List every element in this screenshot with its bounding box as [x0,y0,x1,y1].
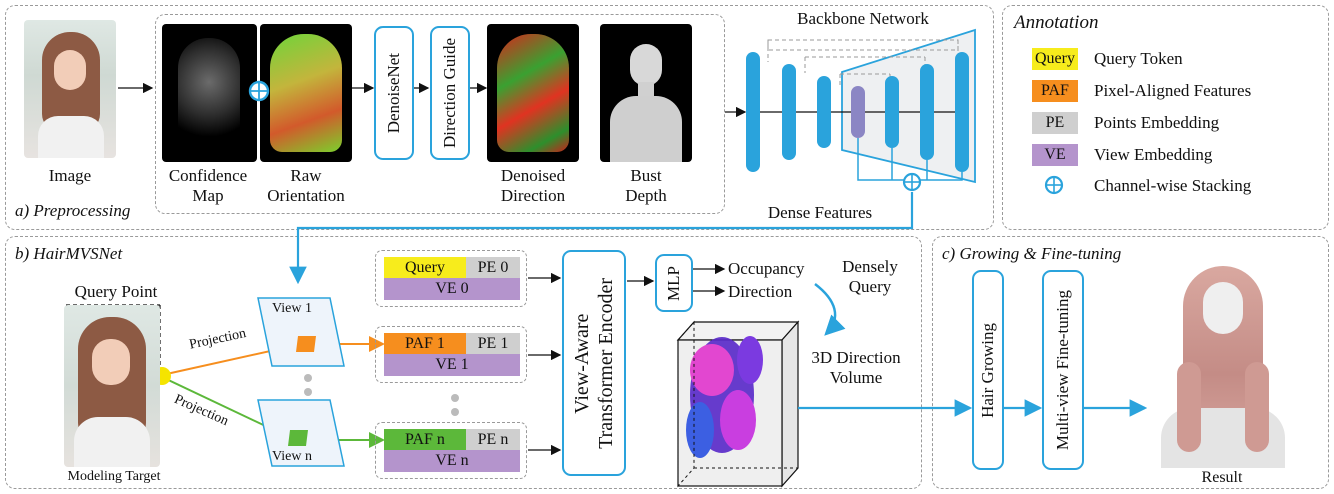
legend-paf-token: PAF [1041,82,1069,99]
input-portrait-image [24,20,116,158]
raw-orientation-image [260,24,352,162]
token-0-b: PE 0 [466,257,520,278]
token-group-1 [375,326,527,383]
denoised-direction-label: Denoised Direction [500,166,566,205]
stacking-symbol-preprocess [248,80,270,102]
view1-projected-point [296,336,316,352]
hairmvsnet-section-label: b) HairMVSNet [15,244,123,263]
view1-plane [257,297,345,367]
token-n-a-text: PAF n [405,430,445,448]
direction-volume-cube [676,320,800,488]
token-n-a: PAF n [384,429,466,450]
occupancy-label: Occupancy [728,259,805,278]
viewn-label: View n [272,449,312,464]
mlp-block: MLP [655,254,693,312]
preprocessing-inner-frame [155,14,725,214]
result-label: Result [1201,469,1243,486]
preprocessing-frame [5,5,994,230]
token-n-b-text: PE n [477,430,509,448]
token-1-a-text: PAF 1 [405,334,445,352]
token-0-c: VE 0 [384,278,520,300]
direction-guide-block: Direction Guide [430,26,470,160]
raw-orientation-label: Raw Orientation [267,166,345,205]
backbone-network-graphic [746,28,976,184]
token-1-c-text: VE 1 [435,356,469,373]
token-1-c: VE 1 [384,354,520,376]
multiview-finetune-block: Multi-view Fine-tuning [1042,270,1084,470]
token-0-a-text: Query [405,258,445,276]
transformer-encoder-label: View-Aware Transformer Encoder [571,277,617,449]
mlp-label: MLP [664,265,683,301]
arrow-dense-features-to-views [289,192,914,285]
multiview-finetune-label: Multi-view Fine-tuning [1053,289,1072,451]
hairmvsnet-frame [5,236,922,489]
direction-output-label: Direction [728,282,793,301]
viewn-projected-point [288,430,308,446]
growing-frame [932,236,1329,489]
growing-section-label: c) Growing & Fine-tuning [942,244,1122,263]
legend-query-desc: Query Token [1094,49,1183,68]
legend-ve-token: VE [1044,146,1066,163]
legend-ve-desc: View Embedding [1094,145,1213,164]
query-point-label: Query Point [74,282,158,301]
annotation-title: Annotation [1014,12,1099,33]
modeling-target-image [64,305,160,467]
legend-paf-desc: Pixel-Aligned Features [1094,81,1252,100]
preprocessing-section-label: a) Preprocessing [15,201,131,220]
confidence-map-label: Confidence Map [168,166,248,205]
densely-query-label: Densely Query [842,257,898,296]
volume-label: 3D Direction Volume [811,348,901,387]
annotation-frame [1002,5,1329,230]
denoised-direction-image [487,24,579,162]
denoisenet-label: DenoiseNet [384,52,403,134]
token-n-c: VE n [384,450,520,472]
confidence-map-image [162,24,257,162]
token-0-b-text: PE 0 [477,258,509,276]
legend-ve-swatch: VE [1032,144,1078,166]
arrow-densely-query [814,283,846,336]
token-n-c-text: VE n [435,452,469,469]
backbone-network-label: Backbone Network [797,9,929,28]
token-n-b: PE n [466,429,520,450]
token-1-b: PE 1 [466,333,520,354]
legend-query-token: Query [1035,50,1075,67]
bust-depth-label: Bust Depth [625,166,667,205]
dense-features-label: Dense Features [767,203,873,222]
modeling-target-label: Modeling Target [67,469,161,484]
token-0-a: Query [384,257,466,278]
token-1-b-text: PE 1 [477,334,509,352]
legend-stacking-desc: Channel-wise Stacking [1094,176,1252,195]
hair-growing-block: Hair Growing [972,270,1004,470]
legend-query-swatch: Query [1032,48,1078,70]
legend-pe-desc: Points Embedding [1094,113,1220,132]
result-render-image [1147,262,1297,468]
direction-guide-label: Direction Guide [440,38,459,148]
legend-pe-swatch: PE [1032,112,1078,134]
token-group-n [375,422,527,479]
legend-pe-token: PE [1045,114,1065,131]
transformer-encoder-block: View-Aware Transformer Encoder [562,250,626,476]
token-group-0 [375,250,527,307]
token-0-c-text: VE 0 [435,280,469,297]
view1-label: View 1 [272,301,312,316]
image-label: Image [48,166,92,185]
legend-paf-swatch: PAF [1032,80,1078,102]
bust-depth-image [600,24,692,162]
hair-growing-label: Hair Growing [978,322,997,418]
token-1-a: PAF 1 [384,333,466,354]
denoisenet-block: DenoiseNet [374,26,414,160]
